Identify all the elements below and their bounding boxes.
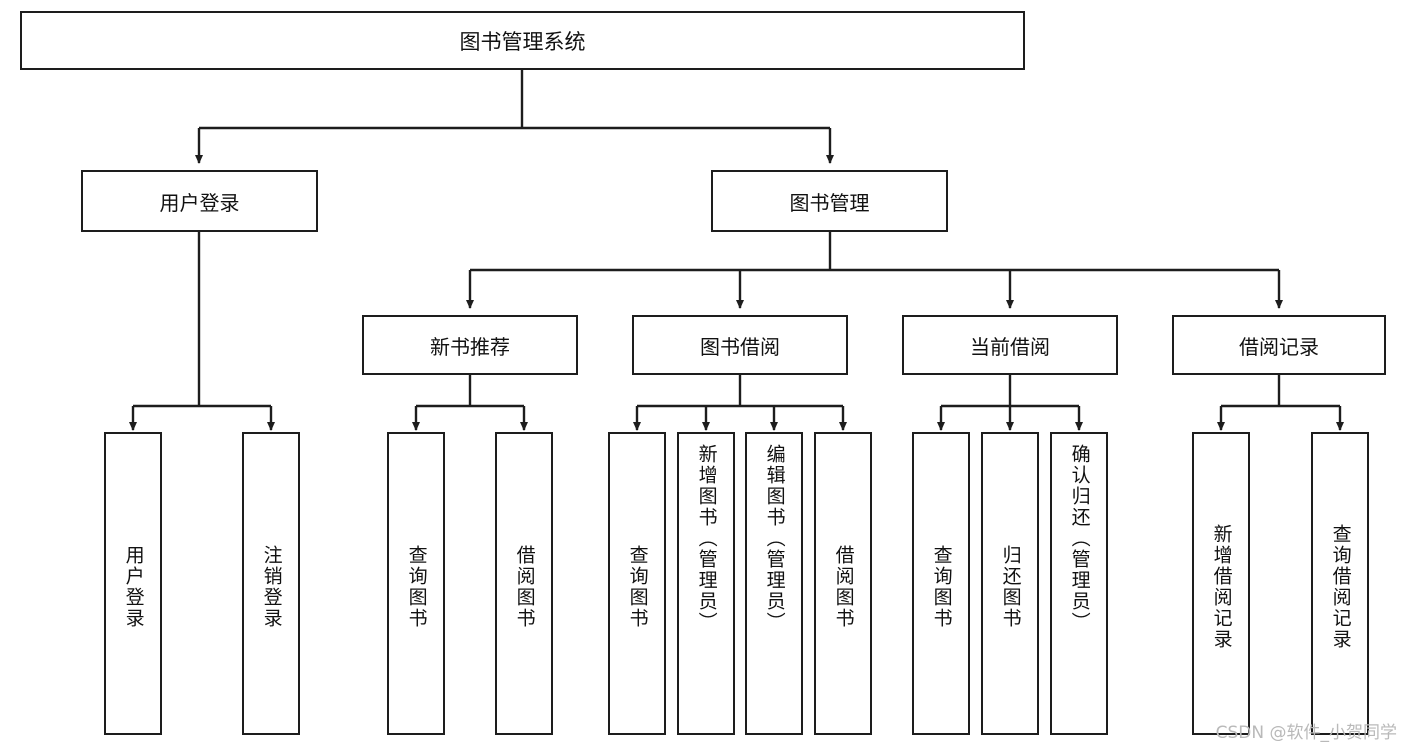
leaf-borrow-record-query[interactable]: 查询借阅记录 — [1311, 432, 1369, 735]
leaf-book-borrow-query-label: 查询图书 — [626, 544, 649, 629]
leaf-new-book-borrow[interactable]: 借阅图书 — [495, 432, 553, 735]
leaf-borrow-record-add-label: 新增借阅记录 — [1210, 523, 1233, 650]
node-user-login[interactable]: 用户登录 — [81, 170, 318, 232]
node-book-management-label: 图书管理 — [789, 190, 870, 215]
leaf-current-borrow-return[interactable]: 归还图书 — [981, 432, 1039, 735]
leaf-user-login-logout-label: 注销登录 — [260, 544, 283, 629]
leaf-book-borrow-query[interactable]: 查询图书 — [608, 432, 666, 735]
leaf-text-wrap: 新增图书（管理员） — [679, 440, 733, 737]
leaf-text-wrap: 查询图书 — [610, 440, 664, 733]
node-root[interactable]: 图书管理系统 — [20, 11, 1025, 70]
node-borrow-record[interactable]: 借阅记录 — [1172, 315, 1386, 375]
leaf-book-borrow-edit-label: 编辑图书（管理员） — [763, 444, 786, 633]
leaf-current-borrow-confirm-label: 确认归还（管理员） — [1068, 444, 1091, 633]
leaf-text-wrap: 注销登录 — [244, 440, 298, 733]
leaf-text-wrap: 查询图书 — [914, 440, 968, 733]
leaf-book-borrow-add[interactable]: 新增图书（管理员） — [677, 432, 735, 735]
node-book-borrow[interactable]: 图书借阅 — [632, 315, 848, 375]
node-new-book-recommend-label: 新书推荐 — [430, 334, 510, 359]
node-book-borrow-label: 图书借阅 — [700, 334, 780, 359]
leaf-book-borrow-edit[interactable]: 编辑图书（管理员） — [745, 432, 803, 735]
leaf-text-wrap: 用户登录 — [106, 440, 160, 733]
leaf-current-borrow-query[interactable]: 查询图书 — [912, 432, 970, 735]
leaf-text-wrap: 借阅图书 — [497, 440, 551, 733]
leaf-text-wrap: 查询借阅记录 — [1313, 440, 1367, 733]
leaf-current-borrow-return-label: 归还图书 — [999, 544, 1022, 629]
node-book-management[interactable]: 图书管理 — [711, 170, 948, 232]
leaf-text-wrap: 查询图书 — [389, 440, 443, 733]
leaf-book-borrow-add-label: 新增图书（管理员） — [695, 444, 718, 633]
leaf-new-book-borrow-label: 借阅图书 — [513, 544, 536, 629]
node-borrow-record-label: 借阅记录 — [1239, 334, 1319, 359]
leaf-text-wrap: 新增借阅记录 — [1194, 440, 1248, 733]
leaf-borrow-record-add[interactable]: 新增借阅记录 — [1192, 432, 1250, 735]
leaf-new-book-query[interactable]: 查询图书 — [387, 432, 445, 735]
leaf-user-login-login[interactable]: 用户登录 — [104, 432, 162, 735]
leaf-text-wrap: 归还图书 — [983, 440, 1037, 733]
leaf-text-wrap: 确认归还（管理员） — [1052, 440, 1106, 737]
leaf-text-wrap: 借阅图书 — [816, 440, 870, 733]
node-user-login-label: 用户登录 — [159, 190, 240, 215]
leaf-user-login-login-label: 用户登录 — [122, 544, 145, 629]
leaf-book-borrow-borrow-label: 借阅图书 — [832, 544, 855, 629]
node-root-label: 图书管理系统 — [459, 29, 586, 54]
csdn-watermark: CSDN @软件_小贺同学 — [1215, 723, 1397, 743]
node-current-borrow-label: 当前借阅 — [970, 334, 1050, 359]
leaf-current-borrow-query-label: 查询图书 — [930, 544, 953, 629]
leaf-new-book-query-label: 查询图书 — [405, 544, 428, 629]
node-current-borrow[interactable]: 当前借阅 — [902, 315, 1118, 375]
leaf-book-borrow-borrow[interactable]: 借阅图书 — [814, 432, 872, 735]
node-new-book-recommend[interactable]: 新书推荐 — [362, 315, 578, 375]
leaf-user-login-logout[interactable]: 注销登录 — [242, 432, 300, 735]
leaf-borrow-record-query-label: 查询借阅记录 — [1329, 523, 1352, 650]
leaf-current-borrow-confirm[interactable]: 确认归还（管理员） — [1050, 432, 1108, 735]
leaf-text-wrap: 编辑图书（管理员） — [747, 440, 801, 737]
